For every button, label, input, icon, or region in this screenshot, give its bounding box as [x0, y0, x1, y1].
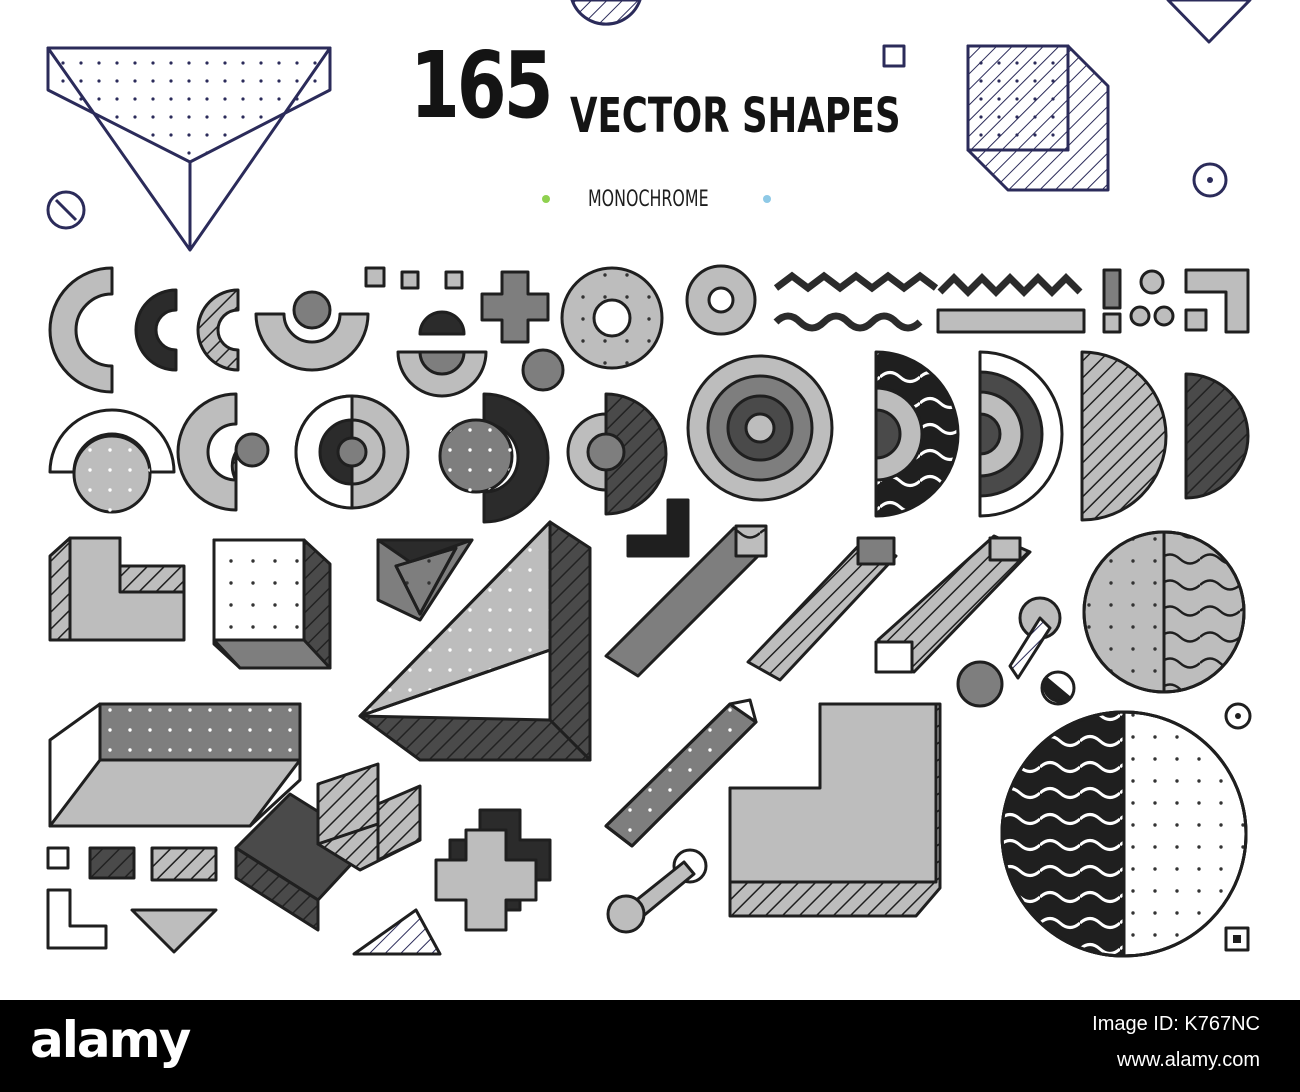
inverted-triangle-shape: [1166, 0, 1252, 44]
small-circle-shape: [1153, 305, 1175, 327]
small-square-shape: [1184, 308, 1208, 332]
blue-dot: [763, 195, 771, 203]
small-circle-shape: [1139, 269, 1165, 295]
stacked-half-circles-shape: [396, 350, 488, 398]
wavy-dotted-circle-shape: [1082, 530, 1246, 694]
partial-ring-striped-shape: [176, 392, 270, 512]
small-square-shape: [444, 270, 464, 290]
site-url-label: www.alamy.com: [1117, 1049, 1260, 1071]
small-square-shape: [882, 44, 906, 68]
image-id-label: Image ID: K767NC: [1092, 1013, 1260, 1035]
brand-logo: alamy: [30, 1011, 191, 1069]
dotted-circle-with-arc-shape: [438, 392, 550, 524]
flat-dotted-box-shape: [48, 702, 302, 828]
shapes-artwork: [46, 0, 1252, 958]
headline-title: VECTOR SHAPES: [570, 88, 901, 144]
zigzag-line-shape: [937, 273, 1083, 297]
exclamation-bar-shape: [1102, 268, 1122, 310]
triangular-pyramid-shape: [376, 538, 474, 622]
plus-shape: [480, 270, 550, 344]
wavy-bar-shape: [604, 524, 768, 678]
triangle-prism-shape: [46, 46, 332, 252]
large-l-block-shape: [728, 702, 942, 918]
striped-plus-3d-shape: [234, 762, 422, 932]
donut-shape: [685, 264, 757, 336]
plus-3d-shape: [434, 808, 552, 932]
dotted-pencil-bar-shape: [604, 698, 758, 848]
target-circle-shape: [1192, 162, 1228, 198]
watermark-footer: alamy Image ID: K767NC www.alamy.com: [0, 1000, 1300, 1092]
dotted-cube-shape: [212, 538, 332, 670]
split-ring-shape: [294, 394, 410, 510]
striped-rectangle-shape: [150, 846, 218, 882]
headline: 165 VECTOR SHAPES: [380, 40, 940, 160]
half-dome-shape: [418, 310, 466, 336]
arc-dark-shape: [134, 288, 178, 372]
arc-light-shape: [48, 266, 114, 394]
light-bar-shape: [874, 534, 1032, 674]
dotted-circle-with-arch-shape: [48, 408, 176, 514]
striped-half-disc-shape: [1080, 350, 1168, 522]
small-circle-shape: [1129, 305, 1151, 327]
half-black-circle-shape: [1040, 670, 1076, 706]
dotted-ring-shape: [560, 266, 664, 370]
wavy-half-disc-shape: [874, 350, 960, 518]
small-square-shape: [400, 270, 420, 290]
bowl-with-ball-shape: [254, 290, 370, 372]
corner-shape: [1184, 268, 1250, 334]
target-circle-shape: [1224, 702, 1252, 730]
striped-half-circle-shape: [570, 0, 642, 26]
dark-ball-shape: [521, 348, 565, 392]
dumbbell-shape: [606, 848, 708, 934]
wave-line-shape: [773, 312, 923, 332]
headline-subtitle: MONOCHROME: [588, 187, 709, 212]
small-framed-square-shape: [1224, 926, 1250, 952]
small-square-shape: [46, 846, 70, 870]
dumbbell-shape: [956, 596, 1062, 708]
green-dot: [542, 195, 550, 203]
dotted-cube-shape: [966, 44, 1110, 192]
corner-shape: [46, 888, 108, 950]
triangle-shape: [130, 908, 218, 954]
dotted-corner-shape: [626, 498, 690, 558]
dark-striped-square-shape: [88, 846, 136, 880]
arc-striped-shape: [196, 288, 240, 372]
small-square-shape: [364, 266, 386, 288]
extruded-l-shape: [48, 536, 186, 642]
striped-triangle-shape: [352, 908, 442, 956]
exclamation-dot-shape: [1102, 312, 1122, 334]
half-striped-disc-shape: [566, 392, 668, 516]
bar-shape: [936, 308, 1086, 334]
striped-bar-shape: [746, 536, 898, 682]
concentric-circles-shape: [686, 354, 834, 502]
zigzag-line-shape: [773, 271, 939, 293]
shape-count: 165: [410, 32, 554, 139]
large-dotted-prism-shape: [358, 520, 592, 762]
slashed-circle-shape: [46, 190, 86, 230]
wavy-dotted-circle-large-shape: [1000, 710, 1248, 958]
striped-half-disc-dark-shape: [1184, 372, 1250, 500]
nested-half-circles-shape: [978, 350, 1064, 518]
